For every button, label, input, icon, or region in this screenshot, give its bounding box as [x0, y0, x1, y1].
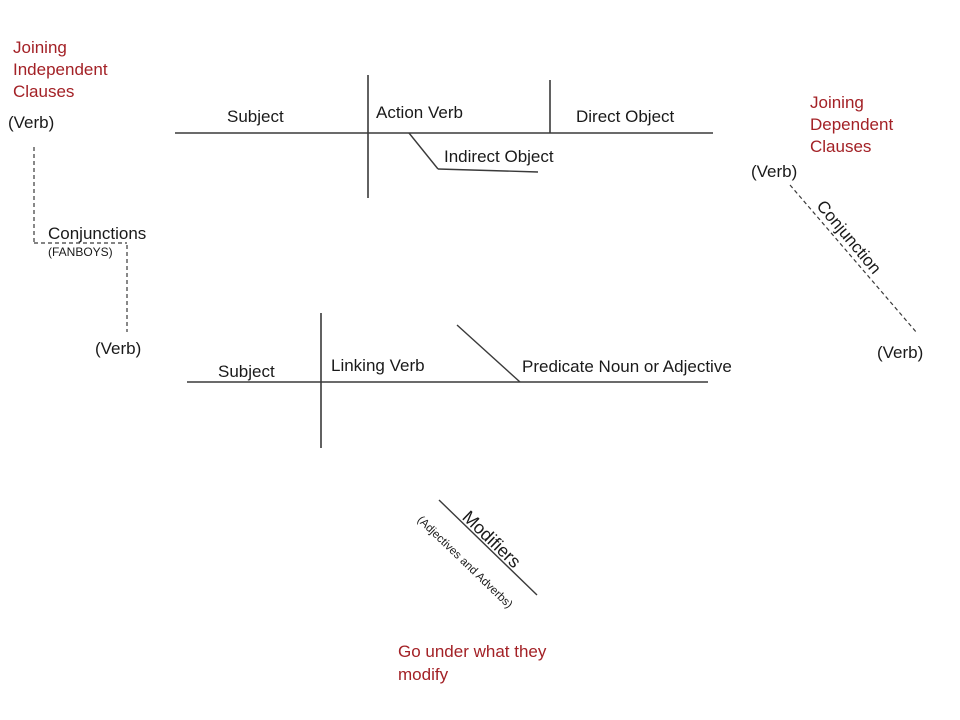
dependent-conjunction-dashed-line: [789, 184, 918, 334]
linking-verb-label: Linking Verb: [331, 356, 425, 375]
joining-independent-clauses-note: Joining Independent Clauses: [13, 38, 108, 101]
dependent-verb-top-label: (Verb): [751, 162, 798, 181]
predicate-noun-adjective-label: Predicate Noun or Adjective: [522, 357, 732, 376]
direct-object-label: Direct Object: [576, 107, 675, 126]
go-under-note: Go under what they modify: [398, 642, 547, 684]
action-diagram-subject-label: Subject: [227, 107, 284, 126]
independent-verb-top-label: (Verb): [8, 113, 55, 132]
indirect-object-slant-line: [408, 132, 439, 170]
linking-diagram-subject-label: Subject: [218, 362, 275, 381]
dependent-verb-bottom-label: (Verb): [877, 343, 924, 362]
indirect-object-shelf-line: [437, 168, 539, 173]
predicate-slant-divider: [456, 324, 521, 383]
conjunctions-label: Conjunctions: [48, 224, 147, 243]
fanboys-label: (FANBOYS): [48, 245, 113, 259]
joining-dependent-clauses-note: Joining Dependent Clauses: [810, 93, 894, 156]
modifiers-slant-line: [438, 499, 538, 596]
indirect-object-label: Indirect Object: [444, 147, 554, 166]
action-diagram-verb-label: Action Verb: [376, 103, 463, 122]
independent-verb-bottom-label: (Verb): [95, 339, 142, 358]
